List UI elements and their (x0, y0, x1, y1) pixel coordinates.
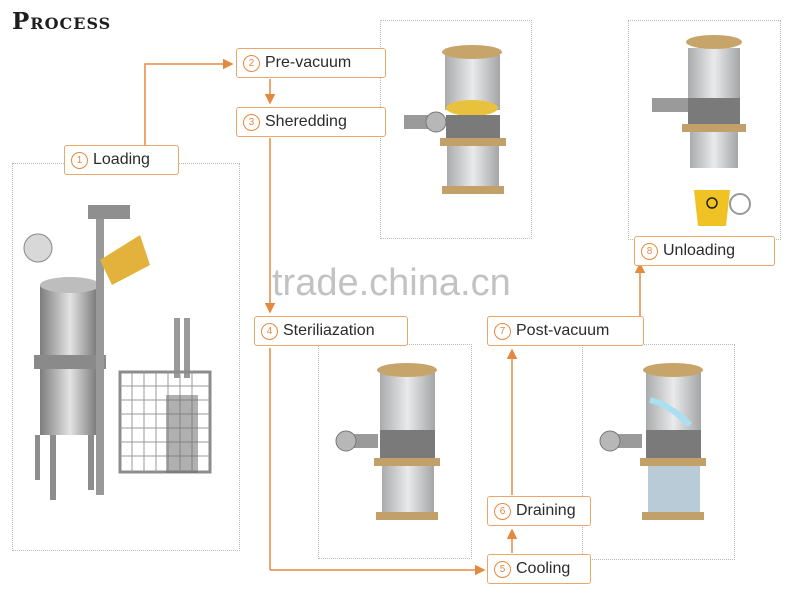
step-unloading: 8 Unloading (634, 236, 775, 266)
step-number: 6 (494, 502, 511, 520)
step-sterilization: 4 Steriliazation (254, 316, 408, 346)
page-title: Process (12, 8, 112, 35)
step-number: 2 (243, 54, 260, 72)
step-number: 3 (243, 113, 260, 131)
step-post-vacuum: 7 Post-vacuum (487, 316, 644, 346)
watermark: trade.china.cn (272, 262, 511, 304)
step-pre-vacuum: 2 Pre-vacuum (236, 48, 386, 78)
step-shredding: 3 Sheredding (236, 107, 386, 137)
step-draining: 6 Draining (487, 496, 591, 526)
step-label: Unloading (663, 242, 736, 259)
step-label: Loading (93, 151, 150, 168)
step-label: Draining (516, 502, 576, 519)
step-label: Sheredding (265, 113, 347, 130)
step-label: Steriliazation (283, 322, 375, 339)
step-loading: 1 Loading (64, 145, 179, 175)
postvacuum-machine (599, 363, 706, 520)
step-label: Post-vacuum (516, 322, 610, 339)
step-number: 5 (494, 560, 511, 578)
step-number: 4 (261, 322, 278, 340)
step-number: 1 (71, 151, 88, 169)
step-number: 7 (494, 322, 511, 340)
step-label: Pre-vacuum (265, 54, 352, 71)
flow-connectors (144, 58, 646, 576)
unloading-machine (652, 35, 751, 226)
step-number: 8 (641, 242, 658, 260)
step-label: Cooling (516, 560, 571, 577)
step-cooling: 5 Cooling (487, 554, 591, 584)
loading-machine (23, 205, 212, 500)
sterilization-machine (335, 363, 440, 520)
shredding-machine (404, 45, 506, 194)
